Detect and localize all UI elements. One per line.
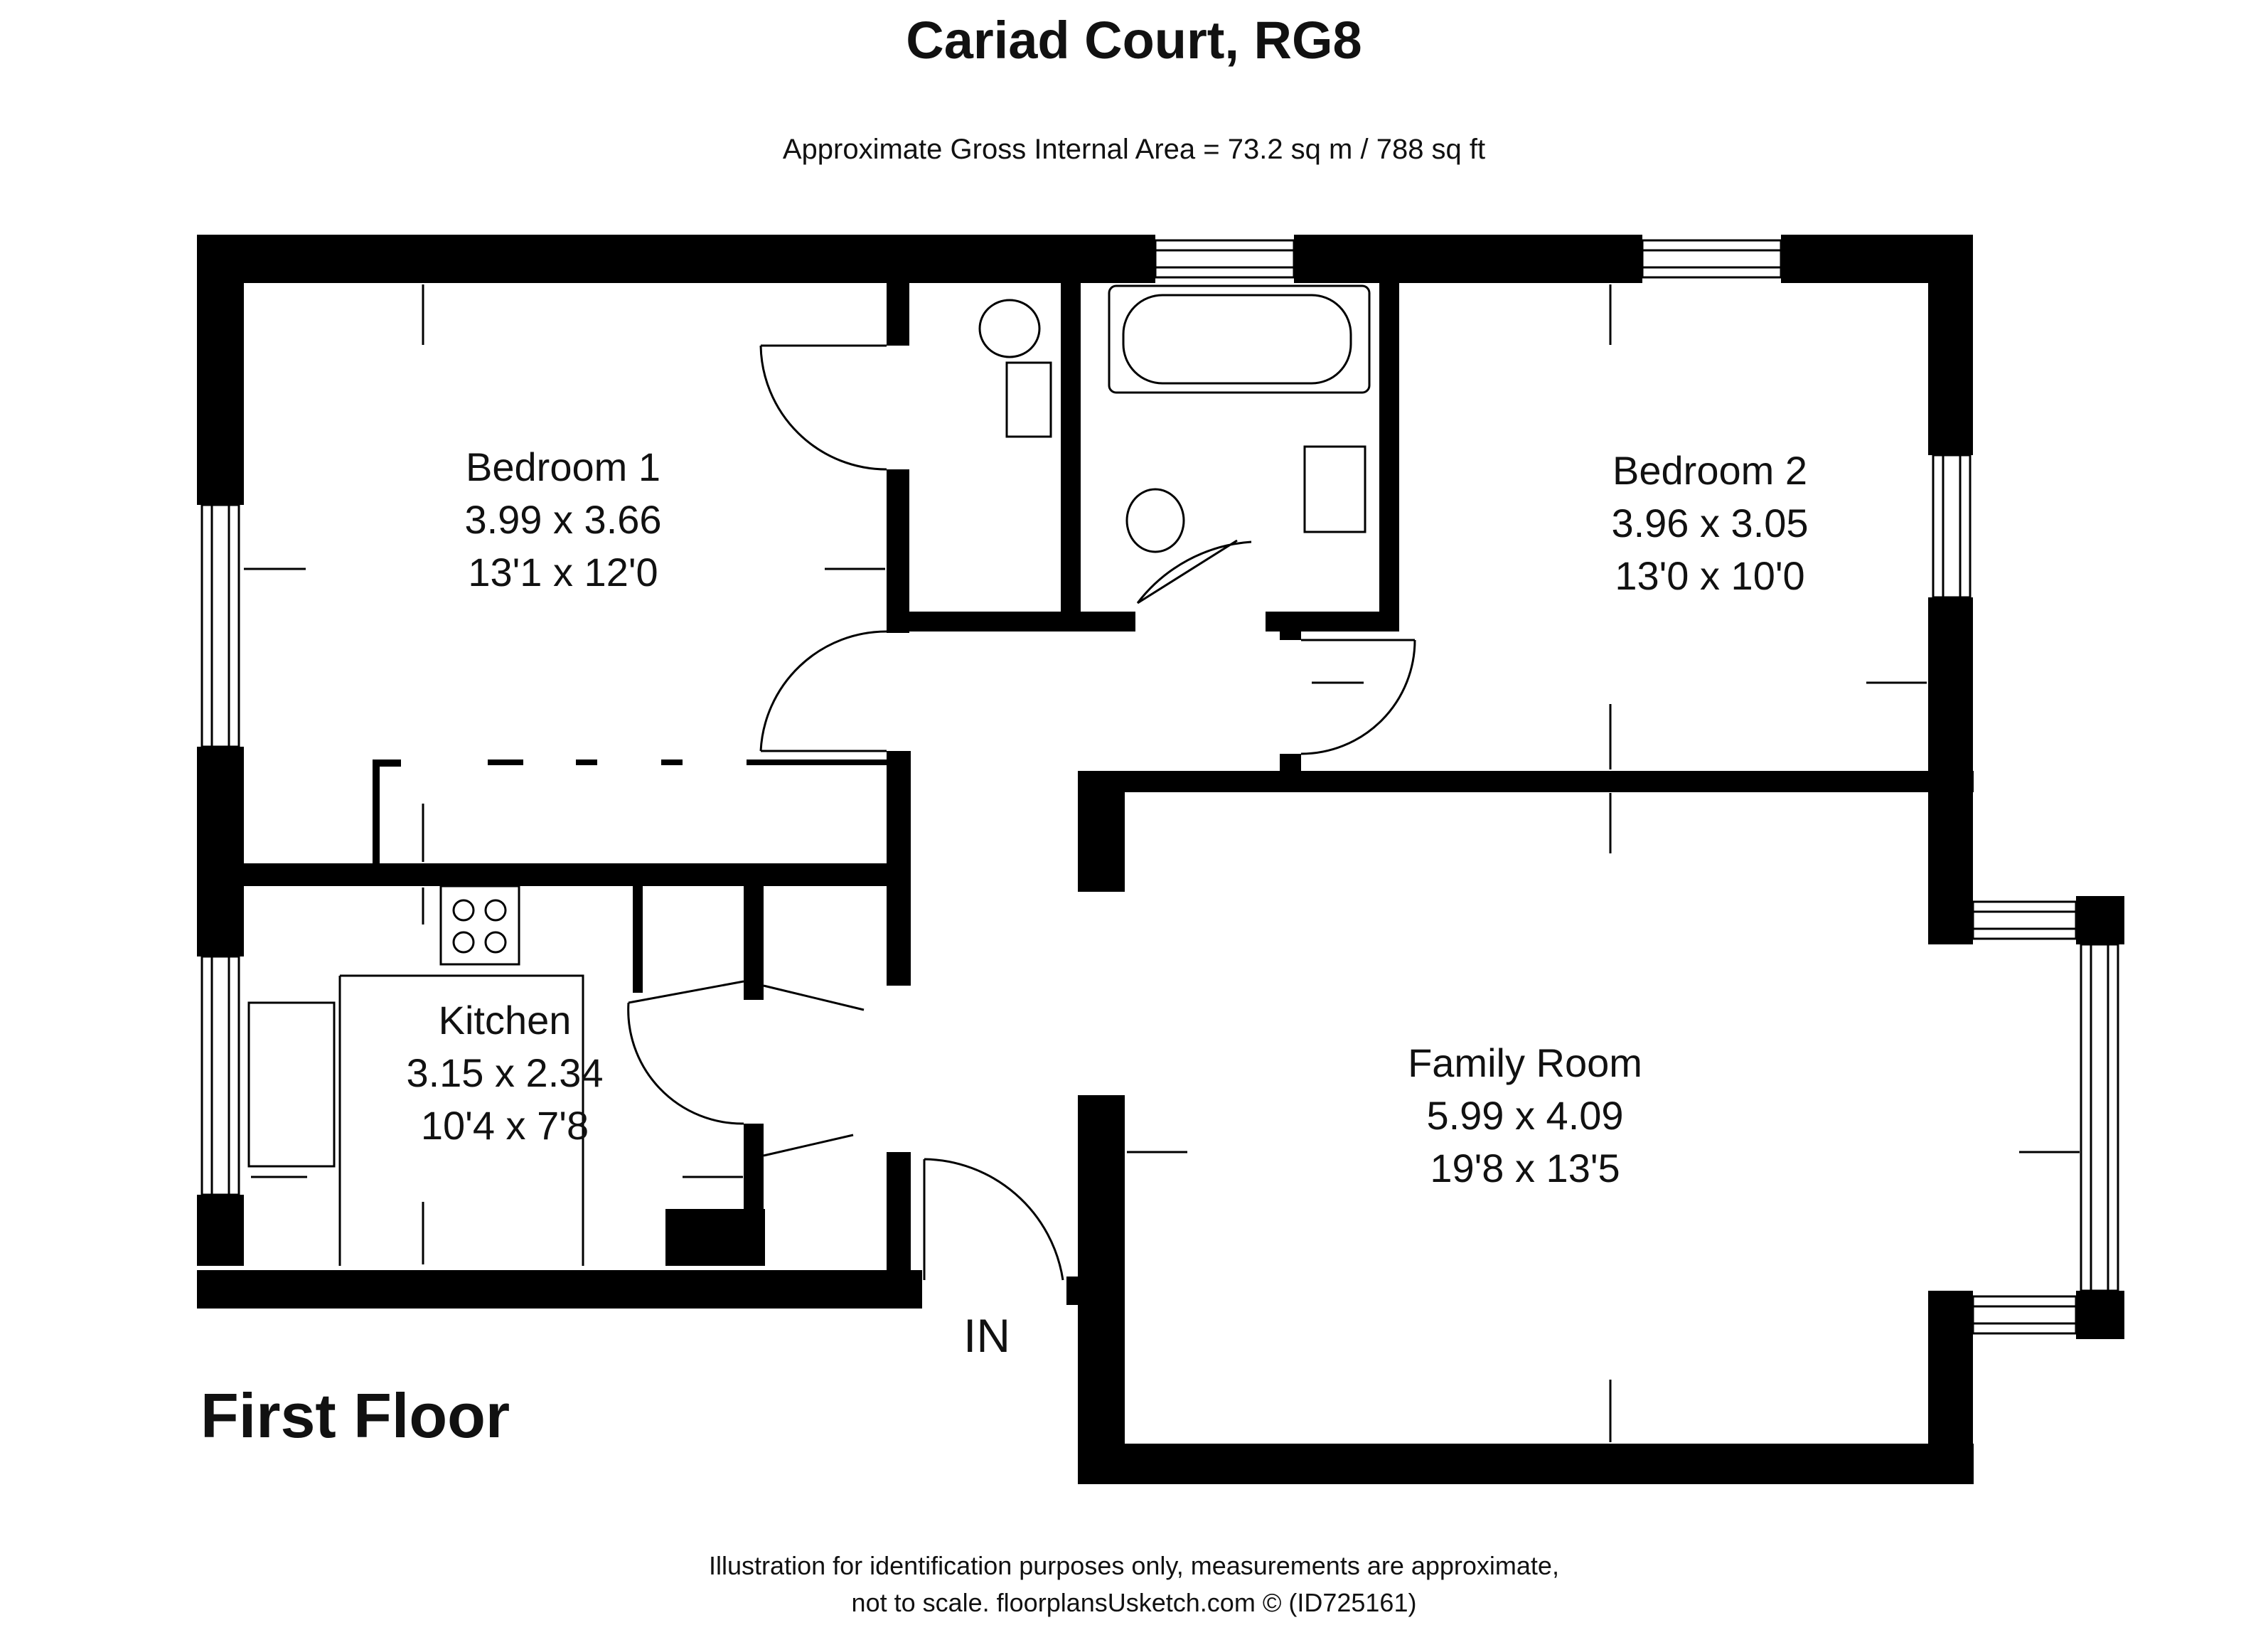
windows <box>200 239 2119 1335</box>
disclaimer-line-1: Illustration for identification purposes… <box>709 1551 1559 1580</box>
room-metric: 5.99 x 4.09 <box>1426 1093 1624 1138</box>
gross-area: Approximate Gross Internal Area = 73.2 s… <box>782 134 1486 165</box>
entrance-label: IN <box>963 1309 1010 1362</box>
disclaimer-line-2: not to scale. floorplansUsketch.com © (I… <box>851 1588 1417 1617</box>
disclaimer: Illustration for identification purposes… <box>0 1547 2268 1621</box>
room-metric: 3.15 x 2.34 <box>406 1050 604 1095</box>
room-name: Family Room <box>1408 1040 1642 1085</box>
dimension-arrows <box>244 284 2080 1442</box>
room-imperial: 10'4 x 7'8 <box>420 1103 589 1148</box>
room-family-room: Family Room 5.99 x 4.09 19'8 x 13'5 <box>1312 1037 1738 1195</box>
room-bedroom-2: Bedroom 2 3.96 x 3.05 13'0 x 10'0 <box>1497 444 1923 602</box>
walls <box>197 235 2124 1484</box>
plan-title: Cariad Court, RG8 <box>906 11 1362 70</box>
room-imperial: 13'1 x 12'0 <box>468 550 658 595</box>
room-metric: 3.96 x 3.05 <box>1611 501 1809 545</box>
fixtures <box>247 284 1371 1266</box>
room-name: Kitchen <box>438 998 572 1043</box>
room-imperial: 13'0 x 10'0 <box>1615 553 1805 598</box>
doors <box>627 344 1416 1281</box>
room-imperial: 19'8 x 13'5 <box>1430 1146 1620 1190</box>
room-name: Bedroom 2 <box>1612 448 1807 493</box>
room-metric: 3.99 x 3.66 <box>464 497 662 542</box>
room-name: Bedroom 1 <box>466 444 660 489</box>
floor-label: First Floor <box>200 1380 510 1451</box>
room-bedroom-1: Bedroom 1 3.99 x 3.66 13'1 x 12'0 <box>350 441 776 599</box>
room-kitchen: Kitchen 3.15 x 2.34 10'4 x 7'8 <box>291 994 718 1152</box>
